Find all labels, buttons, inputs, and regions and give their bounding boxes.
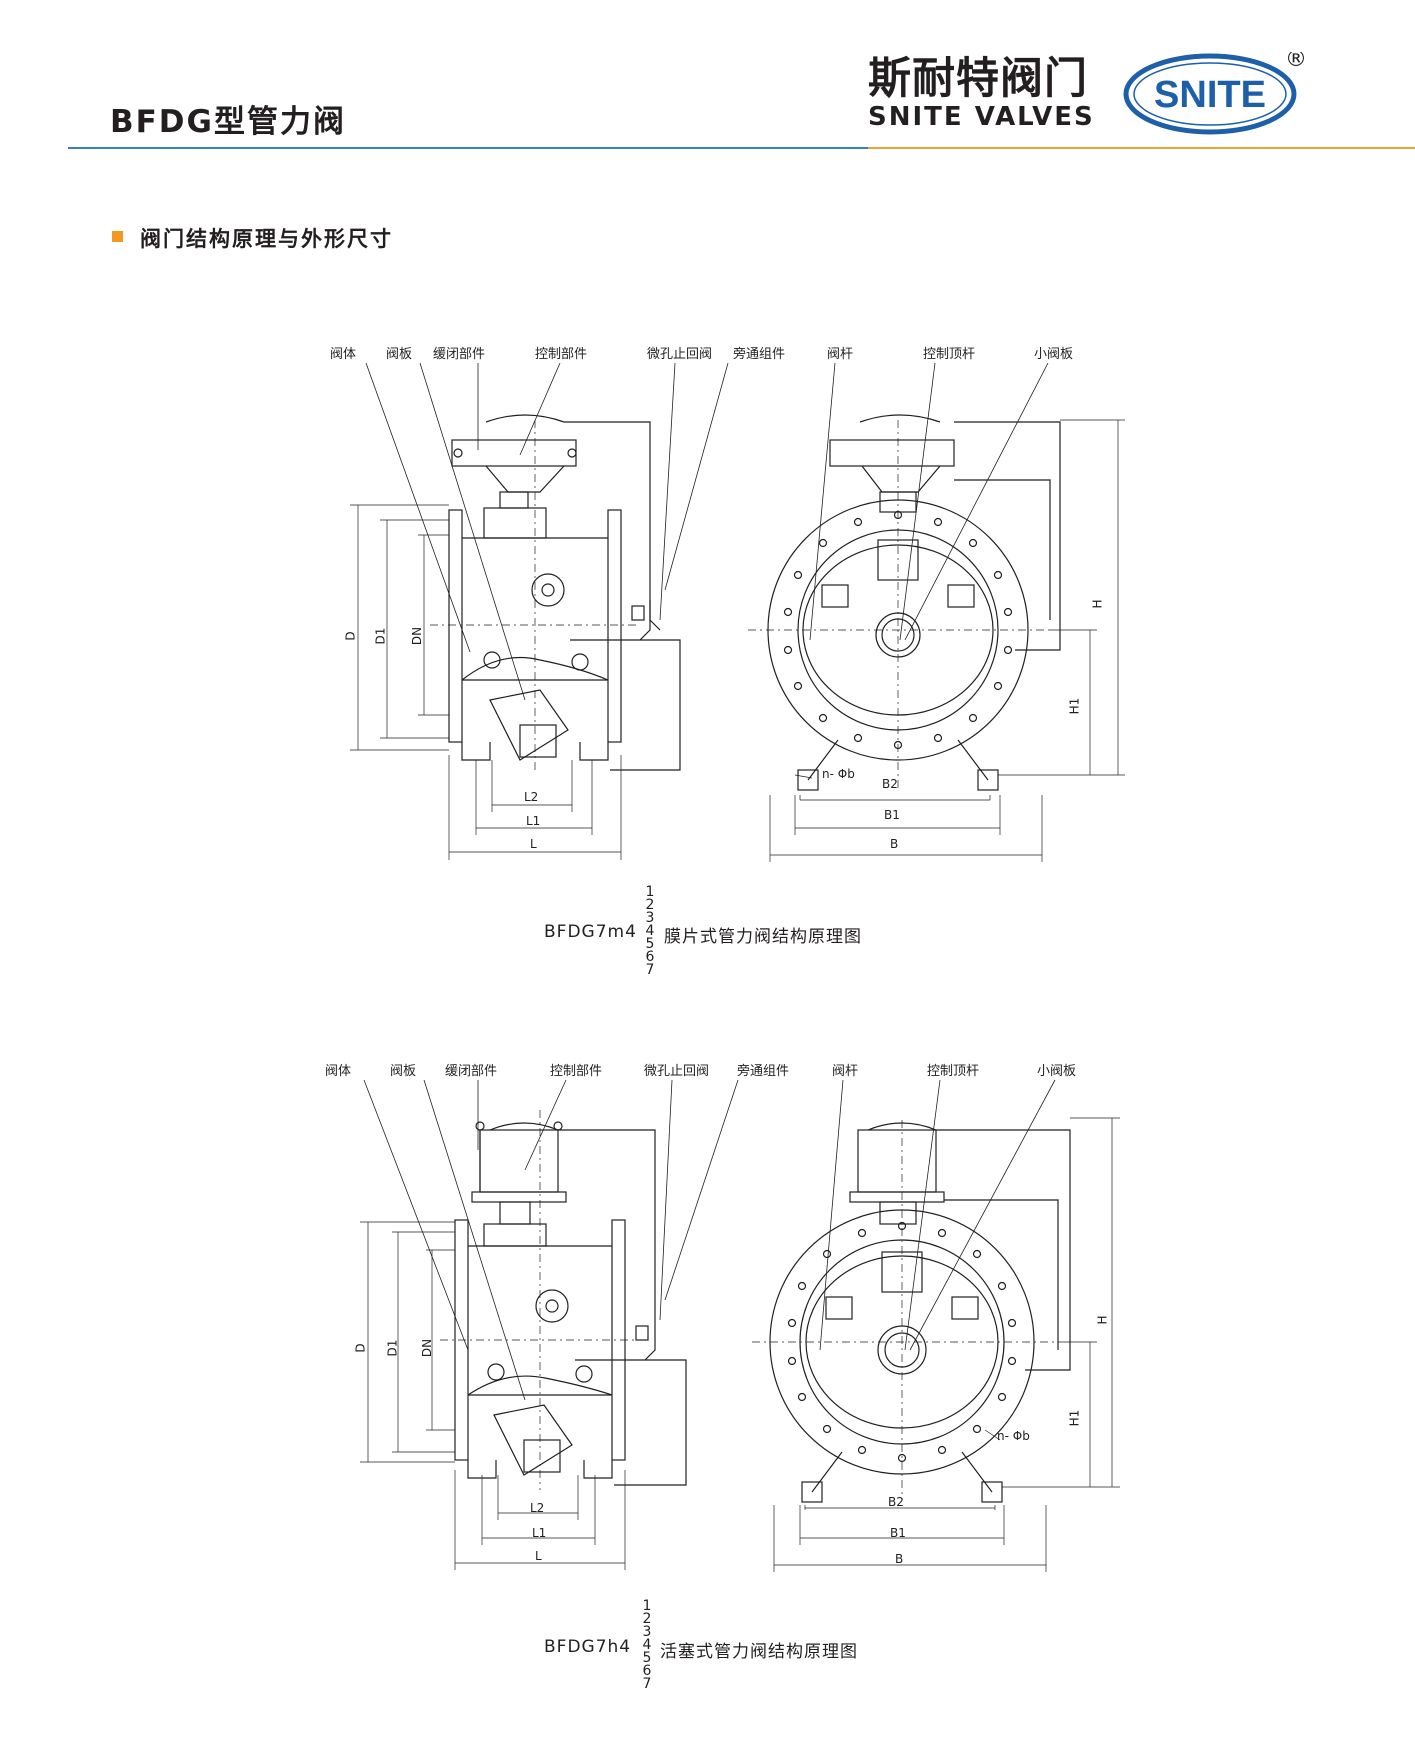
fig1-dim-nphib: n- Φb (822, 767, 855, 781)
fig2-left-actuator (471, 1121, 567, 1247)
fig1-dim-B: B (890, 837, 899, 851)
fig1-bolt-holes (783, 510, 1013, 750)
fig1-dim-L2: L2 (524, 790, 539, 804)
fig1-left-dims (350, 504, 622, 860)
fig1-dim-B2: B2 (882, 777, 898, 791)
fig2-label-small-plate: 小阀板 (1037, 1064, 1077, 1079)
fig2-label-bypass: 旁通组件 (737, 1064, 790, 1079)
fig2-right-dims (773, 1117, 1120, 1572)
fig1-dim-B1: B1 (884, 808, 900, 822)
fig1-label-bypass: 旁通组件 (733, 347, 786, 362)
fig2-caption-text: 活塞式管力阀结构原理图 (660, 1642, 858, 1662)
fig2-left-dims (360, 1221, 626, 1570)
logo-text: SNITE (1154, 74, 1266, 116)
fig2-right-leaders (819, 1079, 1056, 1351)
section-title: 阀门结构原理与外形尺寸 (140, 227, 393, 251)
fig2-dim-L2: L2 (530, 1501, 545, 1515)
header-rule-blue (68, 147, 868, 149)
fig1-label-slow-closing: 缓闭部件 (433, 347, 486, 362)
fig1-label-micro-check: 微孔止回阀 (647, 347, 713, 362)
fig1-right-dims (769, 419, 1125, 862)
fig2-dim-D1: D1 (385, 1339, 400, 1357)
fig1-label-small-plate: 小阀板 (1034, 347, 1074, 362)
fig2-dim-DN: DN (420, 1338, 435, 1358)
fig1-caption-prefix: BFDG7m4 (544, 922, 637, 942)
fig1-dim-L1: L1 (526, 814, 541, 828)
fig1-leaders (365, 362, 729, 701)
section-bullet (112, 231, 123, 242)
fig2-dim-D: D (353, 1343, 368, 1353)
fig1-caption-text: 膜片式管力阀结构原理图 (664, 927, 862, 947)
fig2-label-micro-check: 微孔止回阀 (644, 1064, 710, 1079)
fig2-dim-H: H (1095, 1315, 1110, 1325)
fig1-label-valve-plate: 阀板 (386, 347, 413, 362)
fig1-label-control-part: 控制部件 (535, 347, 588, 362)
fig1-bypass-pipe (564, 421, 681, 771)
fig2-label-control-rod: 控制顶杆 (927, 1064, 980, 1079)
fig2-dim-B2: B2 (888, 1495, 904, 1509)
fig2-label-slow-closing: 缓闭部件 (445, 1064, 498, 1079)
fig2-label-valve-body: 阀体 (325, 1064, 352, 1079)
fig2-dim-B1: B1 (890, 1526, 906, 1540)
snite-logo: SNITE ® (1123, 52, 1307, 135)
fig2-label-control-part: 控制部件 (550, 1064, 603, 1079)
fig2-dim-L: L (535, 1549, 542, 1563)
fig2-dim-nphib: n- Φb (997, 1429, 1030, 1443)
fig2-dim-B: B (895, 1552, 904, 1566)
page-title: BFDG型管力阀 (110, 104, 346, 140)
fig1-right-actuator (829, 414, 1061, 651)
fig2-caption-prefix: BFDG7h4 (544, 1637, 632, 1657)
brand-name-cn: 斯耐特阀门 (868, 54, 1088, 104)
fig1-label-control-rod: 控制顶杆 (923, 347, 976, 362)
fig2-label-valve-plate: 阀板 (390, 1064, 417, 1079)
fig2-label-stem: 阀杆 (832, 1064, 859, 1079)
fig2-dim-H1: H1 (1067, 1409, 1082, 1427)
brand-name-en: SNITE VALVES (868, 102, 1095, 132)
fig2-leaders (363, 1079, 739, 1401)
fig1-label-stem: 阀杆 (827, 347, 854, 362)
fig2-right-actuator (849, 1122, 1071, 1371)
fig2-dim-L1: L1 (532, 1526, 547, 1540)
registered-mark: ® (1285, 52, 1307, 72)
fig1-dim-L: L (530, 837, 537, 851)
fig1-label-valve-body: 阀体 (330, 347, 357, 362)
header-rule-orange (868, 147, 1415, 149)
